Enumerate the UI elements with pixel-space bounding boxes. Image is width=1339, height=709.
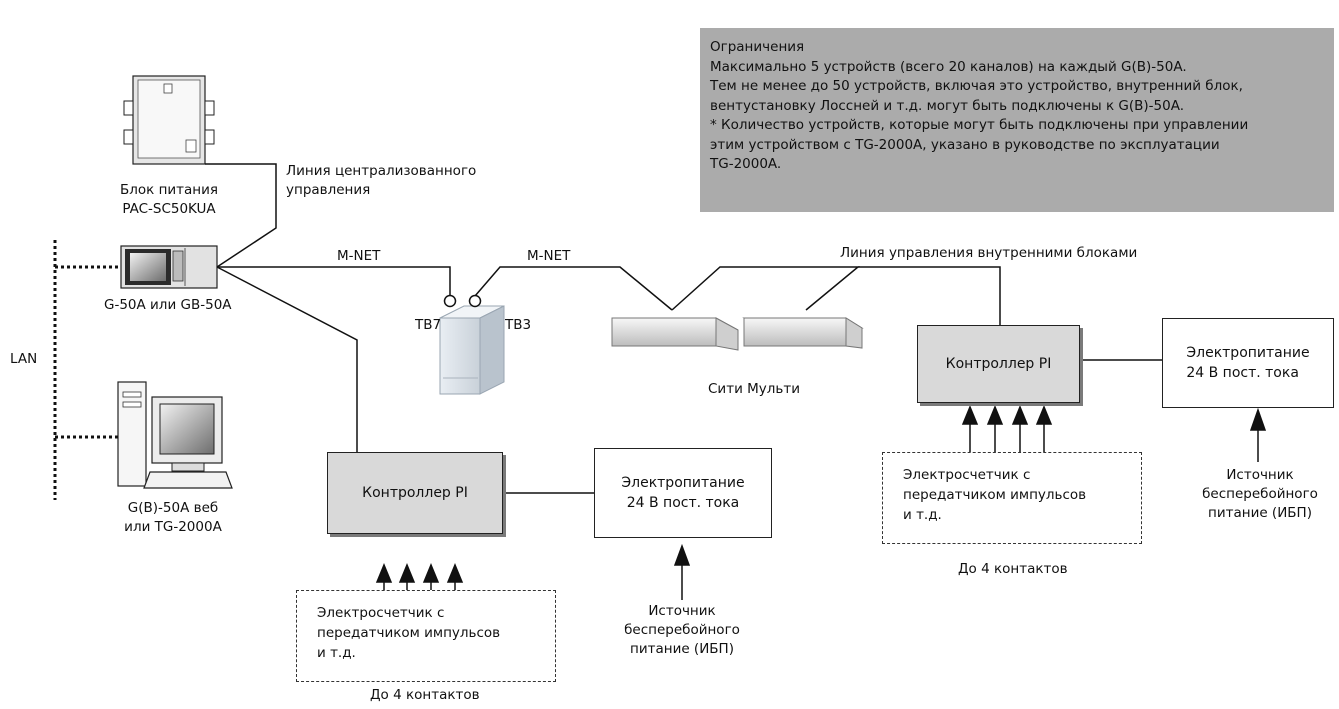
- tb3-terminal-icon: [468, 294, 482, 308]
- right-ups-line: Источник: [1226, 467, 1294, 483]
- right-meter-box: Электросчетчик с передатчиком импульсов …: [882, 452, 1142, 544]
- indoor-line-label: Линия управления внутренними блоками: [840, 245, 1138, 261]
- left-ups-line: Источник: [648, 603, 716, 619]
- left-ups-line: бесперебойного: [624, 622, 740, 638]
- note-title: Ограничения: [710, 39, 805, 55]
- note-line: TG-2000A.: [710, 156, 782, 172]
- lan-label: LAN: [10, 351, 38, 367]
- right-psu-line: Электропитание: [1186, 345, 1310, 361]
- left-meter-box: Электросчетчик с передатчиком импульсов …: [296, 590, 556, 682]
- right-ups-line: питание (ИБП): [1208, 505, 1312, 521]
- restrictions-note: Ограничения Максимально 5 устройств (все…: [700, 28, 1334, 212]
- right-pi-controller: Контроллер PI: [917, 325, 1080, 403]
- left-pi-controller: Контроллер PI: [327, 452, 503, 534]
- wiring: [205, 163, 1162, 494]
- city-multi-label: Сити Мульти: [708, 381, 800, 397]
- left-contact-arrows: [375, 563, 464, 590]
- central-line-label: Линия централизованного управления: [286, 162, 476, 200]
- central-line-label-line: Линия централизованного: [286, 163, 477, 179]
- tb3-label: TB3: [505, 317, 532, 333]
- web-label-line: или TG-2000A: [124, 519, 222, 535]
- mnet-label-1: M-NET: [337, 248, 381, 264]
- right-psu-line: 24 В пост. тока: [1186, 365, 1299, 381]
- left-psu-line: 24 В пост. тока: [626, 495, 740, 511]
- right-meter-line: и т.д.: [903, 507, 942, 523]
- lan-lines: [53, 240, 121, 500]
- indoor-unit-1-icon: [611, 317, 739, 351]
- power-unit-label-line: Блок питания: [119, 182, 219, 198]
- note-line: Тем не менее до 50 устройств, включая эт…: [710, 78, 1243, 94]
- indoor-unit-2-icon: [742, 317, 864, 349]
- right-power-supply: Электропитание 24 В пост. тока: [1162, 318, 1334, 408]
- note-line: вентустановку Лоссней и т.д. могут быть …: [710, 97, 1185, 114]
- right-ups-line: бесперебойного: [1202, 486, 1318, 502]
- mnet-label-2: M-NET: [527, 248, 571, 264]
- pc-workstation-icon: [117, 381, 233, 489]
- right-contact-arrows: [961, 405, 1053, 452]
- power-unit-label: Блок питания PAC-SC50KUA: [104, 181, 234, 219]
- note-line: Максимально 5 устройств (всего 20 канало…: [710, 58, 1187, 75]
- left-meter-line: и т.д.: [317, 645, 356, 661]
- g50a-label: G-50A или GB-50A: [104, 297, 232, 313]
- right-ups-label: Источник бесперебойного питание (ИБП): [1190, 466, 1330, 523]
- right-contacts-label: До 4 контактов: [958, 561, 1068, 577]
- note-line: этим устройством с TG-2000A, указано в р…: [710, 136, 1220, 153]
- power-unit-model-line: PAC-SC50KUA: [122, 201, 216, 217]
- ups-arrows: [673, 407, 1267, 600]
- power-supply-unit-icon: [123, 75, 215, 165]
- tb7-terminal-icon: [443, 294, 457, 308]
- left-psu-line: Электропитание: [621, 475, 745, 491]
- left-meter-line: передатчиком импульсов: [317, 625, 501, 641]
- web-label-line: G(B)-50A веб: [127, 500, 219, 516]
- note-line: * Количество устройств, которые могут бы…: [710, 117, 1249, 133]
- right-meter-line: передатчиком импульсов: [903, 487, 1087, 503]
- outdoor-unit-icon: [439, 305, 505, 395]
- tb7-label: TB7: [415, 317, 442, 333]
- left-meter-line: Электросчетчик с: [317, 605, 445, 621]
- web-label: G(B)-50A веб или TG-2000A: [98, 499, 248, 537]
- left-ups-line: питание (ИБП): [630, 641, 734, 657]
- right-meter-line: Электросчетчик с: [903, 467, 1031, 483]
- g50a-controller-icon: [120, 245, 218, 289]
- left-ups-label: Источник бесперебойного питание (ИБП): [612, 602, 752, 659]
- central-line-label-line: управления: [286, 182, 371, 198]
- left-contacts-label: До 4 контактов: [370, 687, 480, 703]
- left-power-supply: Электропитание 24 В пост. тока: [594, 448, 772, 538]
